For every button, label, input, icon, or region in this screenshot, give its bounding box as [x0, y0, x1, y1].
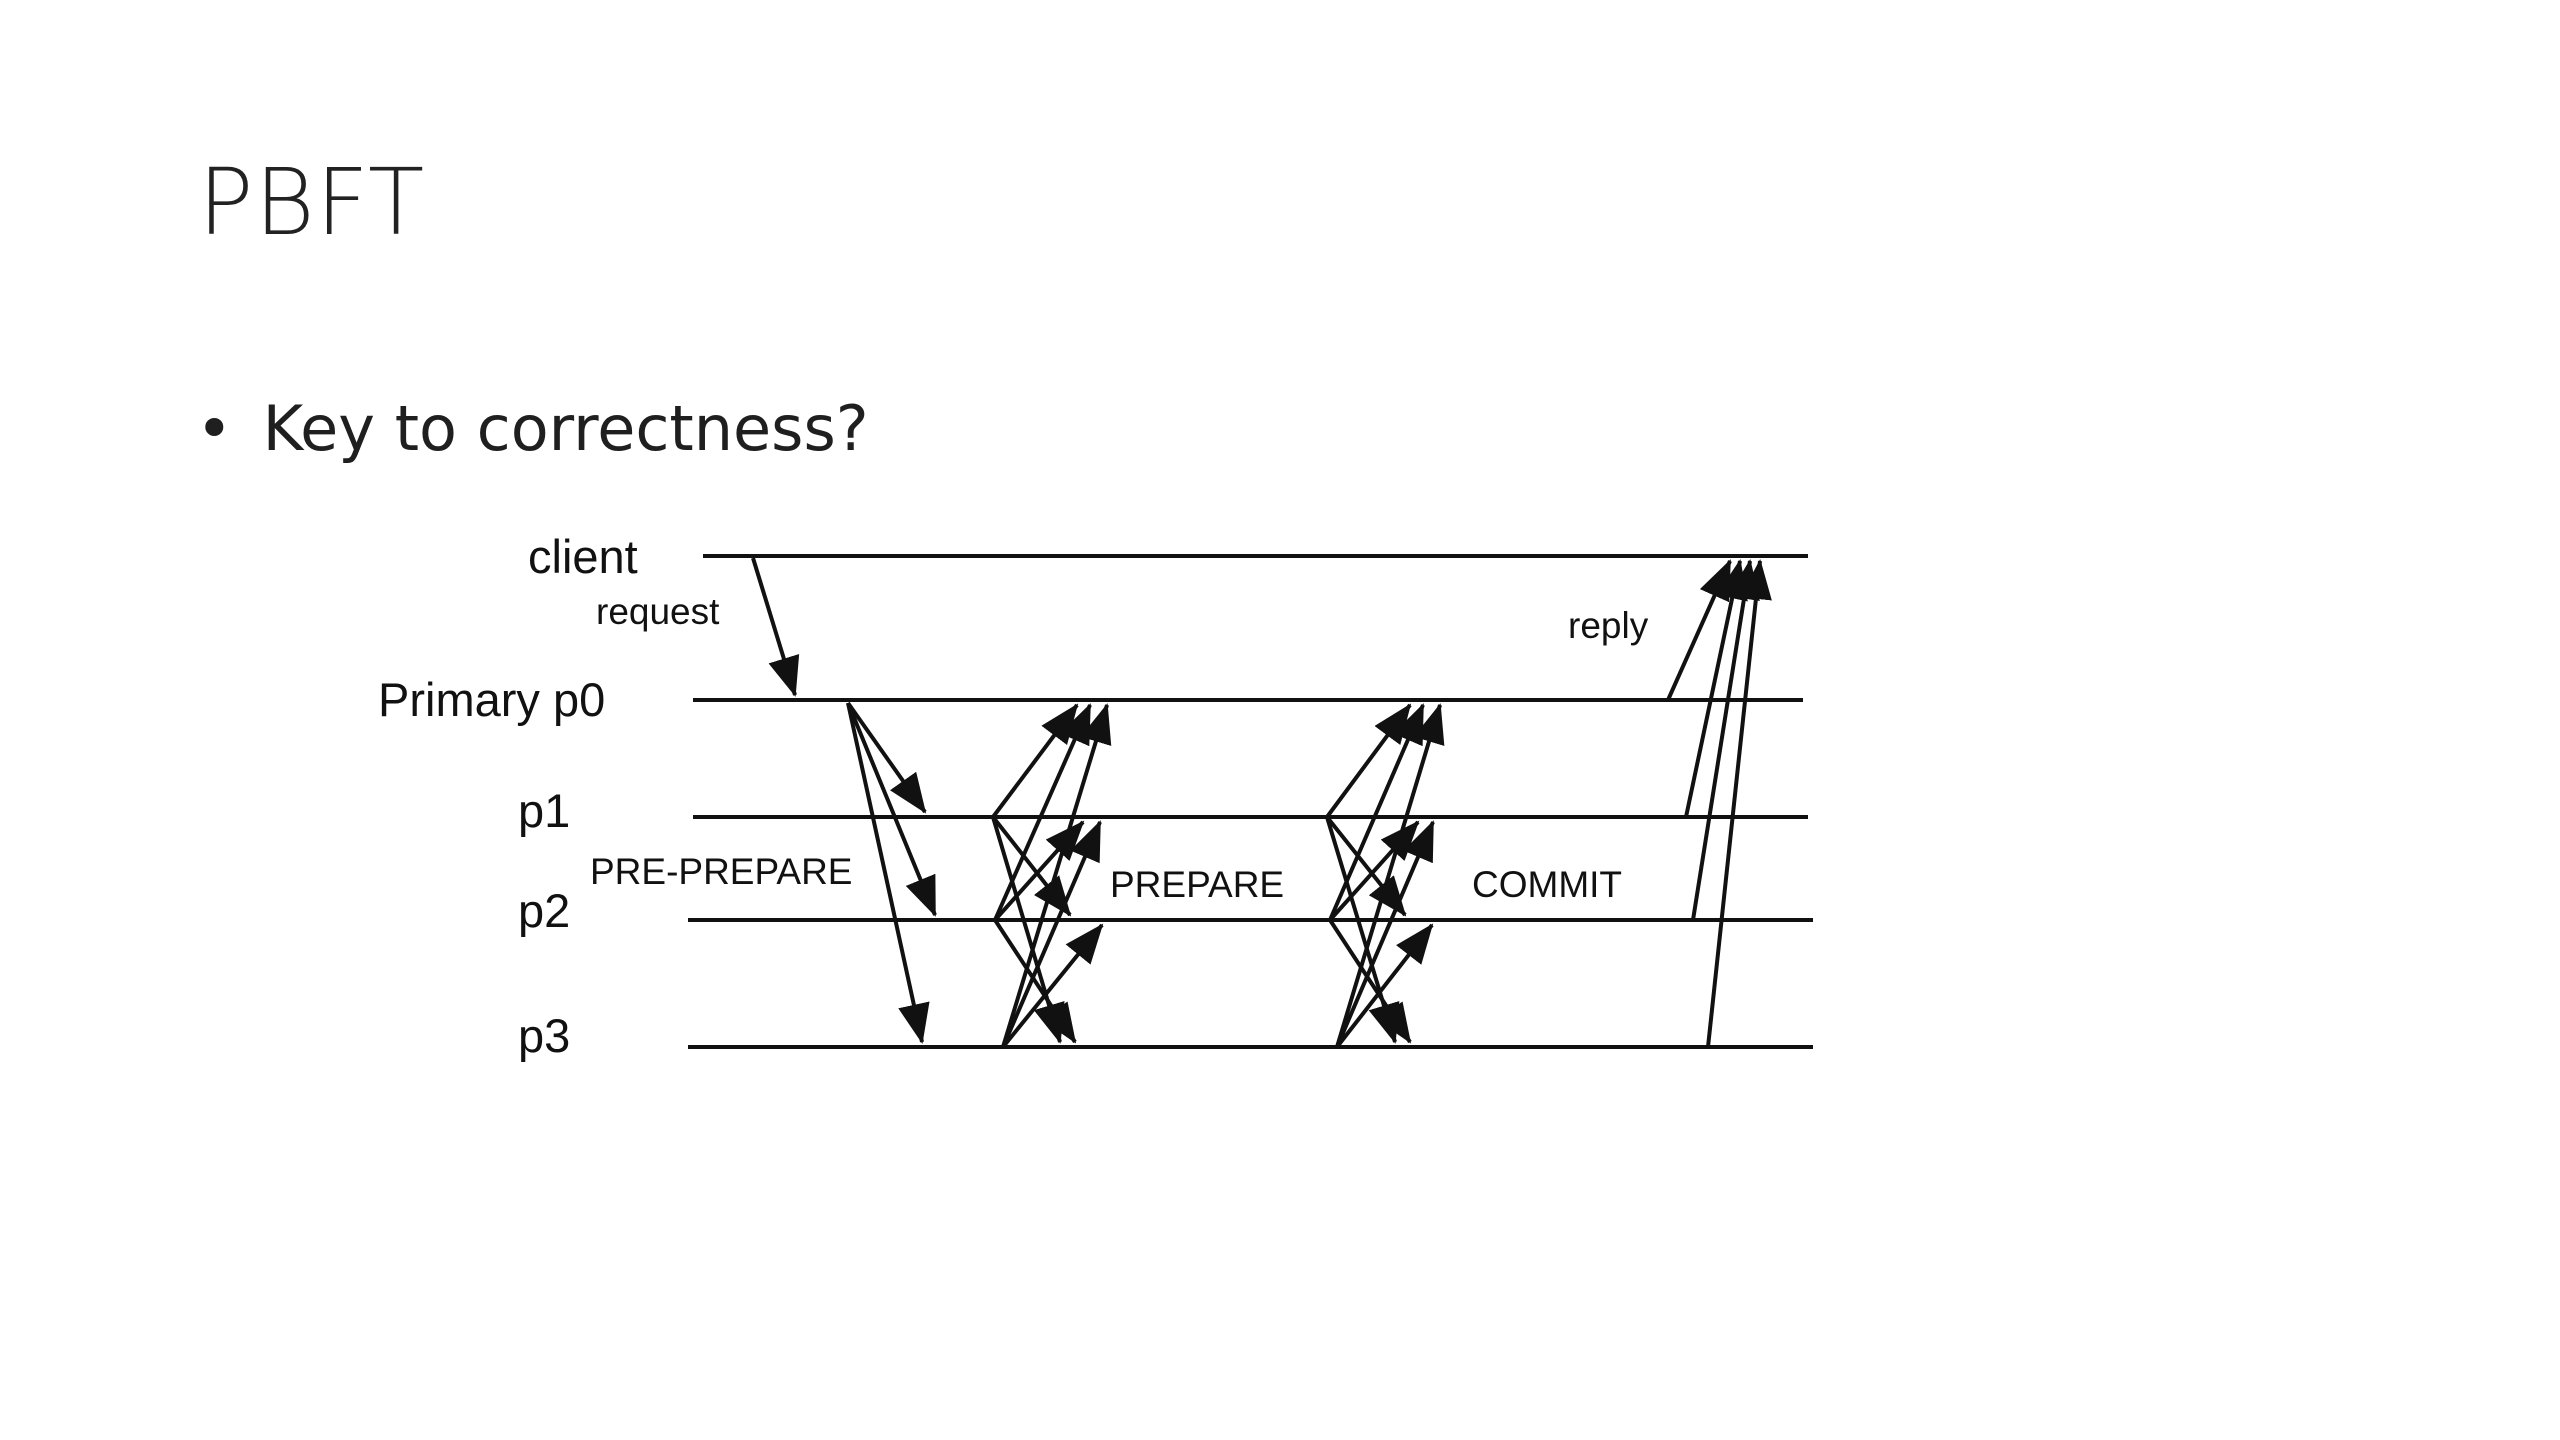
arrow-reply-p3-client: [1706, 559, 1772, 1048]
phase-label-request: request: [596, 591, 720, 632]
phase-label-commit: COMMIT: [1472, 864, 1622, 905]
bullet-item: • Key to correctness?: [196, 392, 869, 466]
arrow-prepare-p2-p3: [993, 918, 1077, 1044]
arrow-prepare-p2-p0: [993, 703, 1092, 921]
phase-label-prepare: PREPARE: [1110, 864, 1284, 905]
arrow-prepare-p3-p1: [1001, 820, 1102, 1048]
timelines: [688, 554, 1813, 1049]
arrow-request-client-p0: [751, 557, 800, 697]
bullet-text: Key to correctness?: [262, 392, 869, 465]
arrow-preprepare-p0-p2: [846, 702, 937, 917]
label-p1: p1: [518, 784, 570, 837]
arrow-reply-p0-client: [1666, 559, 1732, 701]
phase-label-reply: reply: [1568, 605, 1649, 646]
label-client: client: [528, 530, 638, 583]
arrow-commit-p2-p0: [1328, 703, 1425, 921]
arrow-preprepare-p0-p1: [846, 701, 927, 814]
arrow-reply-p2-client: [1691, 559, 1760, 921]
phase-label-pre-prepare: PRE-PREPARE: [590, 851, 853, 892]
message-arrows: [751, 557, 1772, 1049]
label-p2: p2: [518, 884, 570, 937]
bullet-dot: •: [196, 392, 233, 465]
label-primary-p0: Primary p0: [378, 673, 605, 726]
arrow-reply-p1-client: [1684, 559, 1748, 818]
arrow-commit-p3-p1: [1335, 820, 1435, 1048]
arrow-prepare-p1-p2: [991, 815, 1072, 917]
slide-title: PBFT: [198, 149, 426, 256]
label-p3: p3: [518, 1009, 570, 1062]
arrow-commit-p3-p2: [1335, 923, 1434, 1049]
arrow-commit-p2-p1: [1328, 820, 1420, 922]
arrow-commit-p3-p0: [1335, 703, 1445, 1048]
arrow-preprepare-p0-p3: [846, 702, 930, 1044]
arrow-commit-p2-p3: [1328, 918, 1412, 1044]
arrow-commit-p1-p2: [1325, 815, 1407, 917]
arrow-prepare-p3-p0: [1001, 703, 1112, 1048]
arrow-prepare-p3-p2: [1001, 923, 1104, 1049]
